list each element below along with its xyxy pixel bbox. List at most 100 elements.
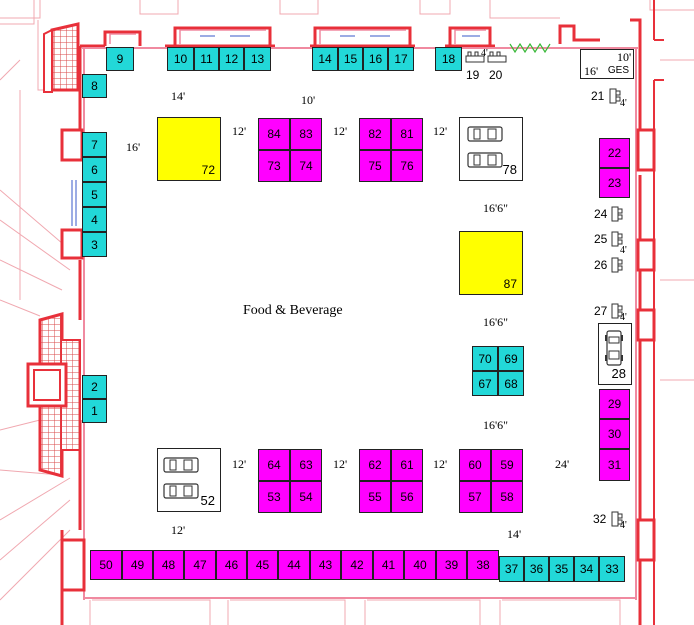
kiosk-25-icon <box>611 231 623 247</box>
booth-55[interactable]: 55 <box>359 481 391 513</box>
booth-60[interactable]: 60 <box>459 449 491 481</box>
aisle-label: 4' <box>620 98 627 109</box>
booth-74[interactable]: 74 <box>290 150 322 182</box>
booth-61[interactable]: 61 <box>391 449 423 481</box>
aisle-label: 16'6" <box>483 201 509 215</box>
booth-70[interactable]: 70 <box>472 346 498 371</box>
booth-48[interactable]: 48 <box>153 550 184 580</box>
booth-45[interactable]: 45 <box>247 550 278 580</box>
booth-69[interactable]: 69 <box>498 346 524 371</box>
booth-6[interactable]: 6 <box>82 157 107 182</box>
booth-43[interactable]: 43 <box>310 550 341 580</box>
booth-30[interactable]: 30 <box>599 419 630 449</box>
booth-2[interactable]: 2 <box>82 375 107 399</box>
booth-32-label[interactable]: 32 <box>593 512 607 526</box>
booth-49[interactable]: 49 <box>122 550 153 580</box>
booth-68[interactable]: 68 <box>498 371 524 396</box>
booth-21-label[interactable]: 21 <box>591 89 605 103</box>
booth-84[interactable]: 84 <box>258 118 290 150</box>
aisle-label: 16'6" <box>483 418 509 432</box>
booth-50[interactable]: 50 <box>90 550 122 580</box>
booth-33[interactable]: 33 <box>599 556 625 582</box>
kiosk-24-icon <box>611 206 623 222</box>
aisle-label: 12' <box>433 457 448 471</box>
booth-44[interactable]: 44 <box>278 550 310 580</box>
booth-73[interactable]: 73 <box>258 150 290 182</box>
aisle-label: 16' <box>584 64 599 78</box>
booth-24-label[interactable]: 24 <box>594 207 608 221</box>
booth-26-label[interactable]: 26 <box>594 258 608 272</box>
booth-3[interactable]: 3 <box>82 232 107 257</box>
booth-63[interactable]: 63 <box>290 449 322 481</box>
booth-58[interactable]: 58 <box>491 481 523 513</box>
booth-31[interactable]: 31 <box>599 449 630 481</box>
vehicle-78-icon <box>467 126 503 168</box>
booth-4[interactable]: 4 <box>82 207 107 232</box>
aisle-label: 12' <box>333 457 348 471</box>
booth-22[interactable]: 22 <box>599 138 630 168</box>
booth-13[interactable]: 13 <box>244 47 271 71</box>
booth-76[interactable]: 76 <box>391 150 423 182</box>
booth-27-label[interactable]: 27 <box>594 304 608 318</box>
booth-18[interactable]: 18 <box>435 47 462 71</box>
booth-54[interactable]: 54 <box>290 481 322 513</box>
booth-36[interactable]: 36 <box>524 556 549 582</box>
booth-42[interactable]: 42 <box>341 550 373 580</box>
aisle-label: 12' <box>333 124 348 138</box>
booth-34[interactable]: 34 <box>574 556 599 582</box>
booth-64[interactable]: 64 <box>258 449 290 481</box>
aisle-label: 12' <box>232 457 247 471</box>
booth-82[interactable]: 82 <box>359 118 391 150</box>
aisle-label: 12' <box>171 523 186 537</box>
booth-16[interactable]: 16 <box>363 47 388 71</box>
vehicle-52-icon <box>163 457 199 499</box>
booth-1[interactable]: 1 <box>82 399 107 423</box>
booth-62[interactable]: 62 <box>359 449 391 481</box>
booth-17[interactable]: 17 <box>388 47 414 71</box>
booth-47[interactable]: 47 <box>184 550 216 580</box>
booth-9[interactable]: 9 <box>106 47 134 71</box>
kiosk-27-icon <box>611 303 623 319</box>
aisle-label: 14' <box>507 527 522 541</box>
booth-40[interactable]: 40 <box>404 550 436 580</box>
booth-75[interactable]: 75 <box>359 150 391 182</box>
booth-23[interactable]: 23 <box>599 168 630 198</box>
aisle-label: 12' <box>232 124 247 138</box>
booth-37[interactable]: 37 <box>499 556 524 582</box>
booth-53[interactable]: 53 <box>258 481 290 513</box>
booth-19-label[interactable]: 19 <box>466 68 480 82</box>
aisle-label: 4' <box>481 48 488 59</box>
booth-41[interactable]: 41 <box>373 550 404 580</box>
aisle-label: 4' <box>620 520 627 531</box>
aisle-label: 16'6" <box>483 315 509 329</box>
ges-booth[interactable]: GES <box>580 49 634 79</box>
booth-81[interactable]: 81 <box>391 118 423 150</box>
booth-29[interactable]: 29 <box>599 389 630 419</box>
booth-38[interactable]: 38 <box>467 550 499 580</box>
booth-20-label[interactable]: 20 <box>489 68 503 82</box>
booth-10[interactable]: 10 <box>167 47 194 71</box>
booth-46[interactable]: 46 <box>216 550 247 580</box>
booth-83[interactable]: 83 <box>290 118 322 150</box>
booth-11[interactable]: 11 <box>194 47 219 71</box>
booth-15[interactable]: 15 <box>338 47 363 71</box>
booth-57[interactable]: 57 <box>459 481 491 513</box>
aisle-label: 14' <box>171 89 186 103</box>
kiosk-32-icon <box>611 511 623 527</box>
booth-5[interactable]: 5 <box>82 182 107 207</box>
booth-72[interactable]: 72 <box>157 117 221 181</box>
booth-14[interactable]: 14 <box>312 47 338 71</box>
booth-12[interactable]: 12 <box>219 47 244 71</box>
booth-56[interactable]: 56 <box>391 481 423 513</box>
booth-35[interactable]: 35 <box>549 556 574 582</box>
booth-8[interactable]: 8 <box>82 74 107 98</box>
booth-39[interactable]: 39 <box>436 550 467 580</box>
booth-67[interactable]: 67 <box>472 371 498 396</box>
booth-25-label[interactable]: 25 <box>594 232 608 246</box>
kiosk-26-icon <box>611 257 623 273</box>
booth-59[interactable]: 59 <box>491 449 523 481</box>
booth-7[interactable]: 7 <box>82 132 107 157</box>
booth-87[interactable]: 87 <box>459 231 523 295</box>
aisle-label: 12' <box>433 124 448 138</box>
